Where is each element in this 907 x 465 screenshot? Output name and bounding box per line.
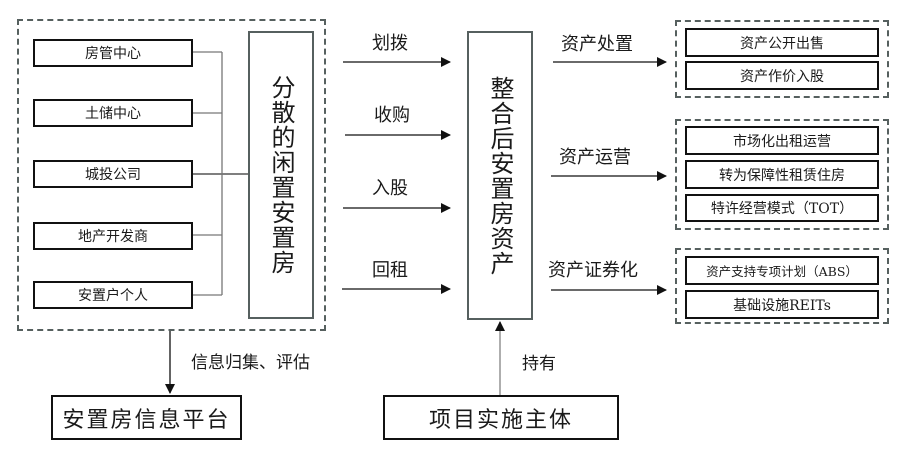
outcome-label: 资产处置 <box>561 34 633 55</box>
entity-edge-label: 持有 <box>522 354 556 374</box>
scattered-housing-box: 分散的闲置安置房 <box>248 31 314 319</box>
outcome-item: 市场化出租运营 <box>685 126 879 155</box>
source-bracket <box>193 51 248 296</box>
outcome-label: 资产运营 <box>559 147 631 168</box>
outcome-item: 资产支持专项计划（ABS） <box>685 256 879 285</box>
platform-edge-label: 信息归集、评估 <box>191 353 310 373</box>
scattered-housing-label: 分散的闲置安置房 <box>267 75 295 275</box>
implementing-entity-box: 项目实施主体 <box>383 395 619 440</box>
method-label: 划拨 <box>372 33 408 54</box>
outcome-item: 资产作价入股 <box>685 61 879 90</box>
outcome-item: 转为保障性租赁住房 <box>685 160 879 189</box>
method-label: 回租 <box>372 260 408 281</box>
outcome-item: 特许经营模式（TOT） <box>685 194 879 222</box>
outcome-item: 基础设施REITs <box>685 290 879 319</box>
outcome-item: 资产公开出售 <box>685 28 879 57</box>
source-item: 地产开发商 <box>33 222 193 250</box>
source-item: 安置户个人 <box>33 281 193 309</box>
outcome-group-disposal <box>675 20 889 98</box>
method-label: 入股 <box>372 178 408 199</box>
method-label: 收购 <box>374 105 410 126</box>
sources-group <box>17 19 326 331</box>
info-platform-box: 安置房信息平台 <box>51 395 242 440</box>
source-item: 土储中心 <box>33 99 193 127</box>
integrated-asset-box: 整合后安置房资产 <box>467 31 533 320</box>
source-item: 房管中心 <box>33 39 193 67</box>
outcome-group-operation <box>675 119 889 230</box>
source-item: 城投公司 <box>33 160 193 188</box>
outcome-label: 资产证券化 <box>548 260 638 281</box>
outcome-group-securitization <box>675 248 889 324</box>
integrated-asset-label: 整合后安置房资产 <box>486 75 514 276</box>
